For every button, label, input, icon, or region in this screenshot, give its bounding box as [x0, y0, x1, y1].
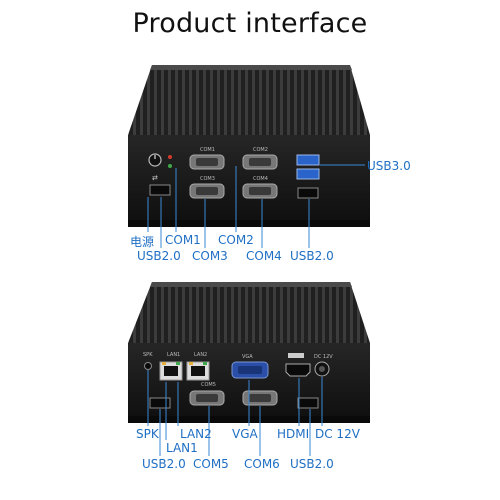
com4-port[interactable]: [242, 183, 278, 199]
callout-power: 电源: [130, 235, 155, 249]
com6-port[interactable]: [242, 390, 278, 406]
lan1-panel-label: LAN1: [167, 352, 180, 358]
com3-port[interactable]: [189, 183, 225, 199]
callout-lan1: LAN1: [166, 441, 198, 455]
callout-dc12v: DC 12V: [315, 427, 360, 441]
callout-com4: COM4: [246, 249, 282, 263]
spk-panel-label: SPK: [143, 352, 153, 358]
hdmi-logo: [288, 353, 304, 358]
callout-vga: VGA: [232, 427, 258, 441]
callout-com3: COM3: [192, 249, 228, 263]
speaker-jack[interactable]: [144, 362, 152, 370]
com2-port[interactable]: [242, 154, 278, 170]
callout-com6: COM6: [244, 457, 280, 471]
com3-panel-label: COM3: [200, 176, 215, 182]
top-chassis: [128, 65, 370, 227]
com2-panel-label: COM2: [253, 147, 268, 153]
lan2-port[interactable]: [186, 361, 210, 381]
callout-lan2: LAN2: [180, 427, 212, 441]
usb20-port-bottom-left[interactable]: [149, 397, 171, 409]
usb20-port-left[interactable]: [149, 184, 171, 196]
com1-panel-label: COM1: [200, 147, 215, 153]
vga-port[interactable]: [231, 361, 269, 379]
com5-port[interactable]: [189, 390, 225, 406]
usb-symbol: ⇄: [152, 174, 158, 182]
power-button[interactable]: [148, 153, 162, 167]
usb20-port-bottom-right[interactable]: [297, 397, 319, 409]
page-title: Product interface: [132, 8, 368, 39]
callout-usb20-top-left: USB2.0: [137, 249, 181, 263]
callout-usb20-bottom-right: USB2.0: [290, 457, 334, 471]
top-leader-lines: [147, 164, 365, 248]
callout-usb30: USB3.0: [367, 159, 411, 173]
lan1-port[interactable]: [159, 361, 183, 381]
dc12v-panel-label: DC 12V: [314, 354, 333, 360]
lan2-panel-label: LAN2: [194, 352, 207, 358]
com5-panel-label: COM5: [201, 382, 216, 388]
hdmi-port[interactable]: [285, 363, 311, 377]
power-led-red: [168, 155, 172, 159]
usb30-port-lower[interactable]: [296, 168, 320, 180]
com1-port[interactable]: [189, 154, 225, 170]
vga-panel-label: VGA: [242, 354, 253, 360]
callout-com5: COM5: [193, 457, 229, 471]
callout-hdmi: HDMI: [277, 427, 310, 441]
callout-com1: COM1: [165, 233, 201, 247]
usb20-port-right[interactable]: [297, 187, 319, 199]
callout-spk: SPK: [136, 427, 159, 441]
callout-usb20-top-right: USB2.0: [290, 249, 334, 263]
com4-panel-label: COM4: [253, 176, 268, 182]
callout-com2: COM2: [218, 233, 254, 247]
power-led-green: [168, 164, 172, 168]
usb30-port-upper[interactable]: [296, 154, 320, 166]
bottom-leader-lines: [147, 370, 323, 456]
dc12v-jack[interactable]: [314, 361, 330, 377]
callout-usb20-bottom-left: USB2.0: [142, 457, 186, 471]
